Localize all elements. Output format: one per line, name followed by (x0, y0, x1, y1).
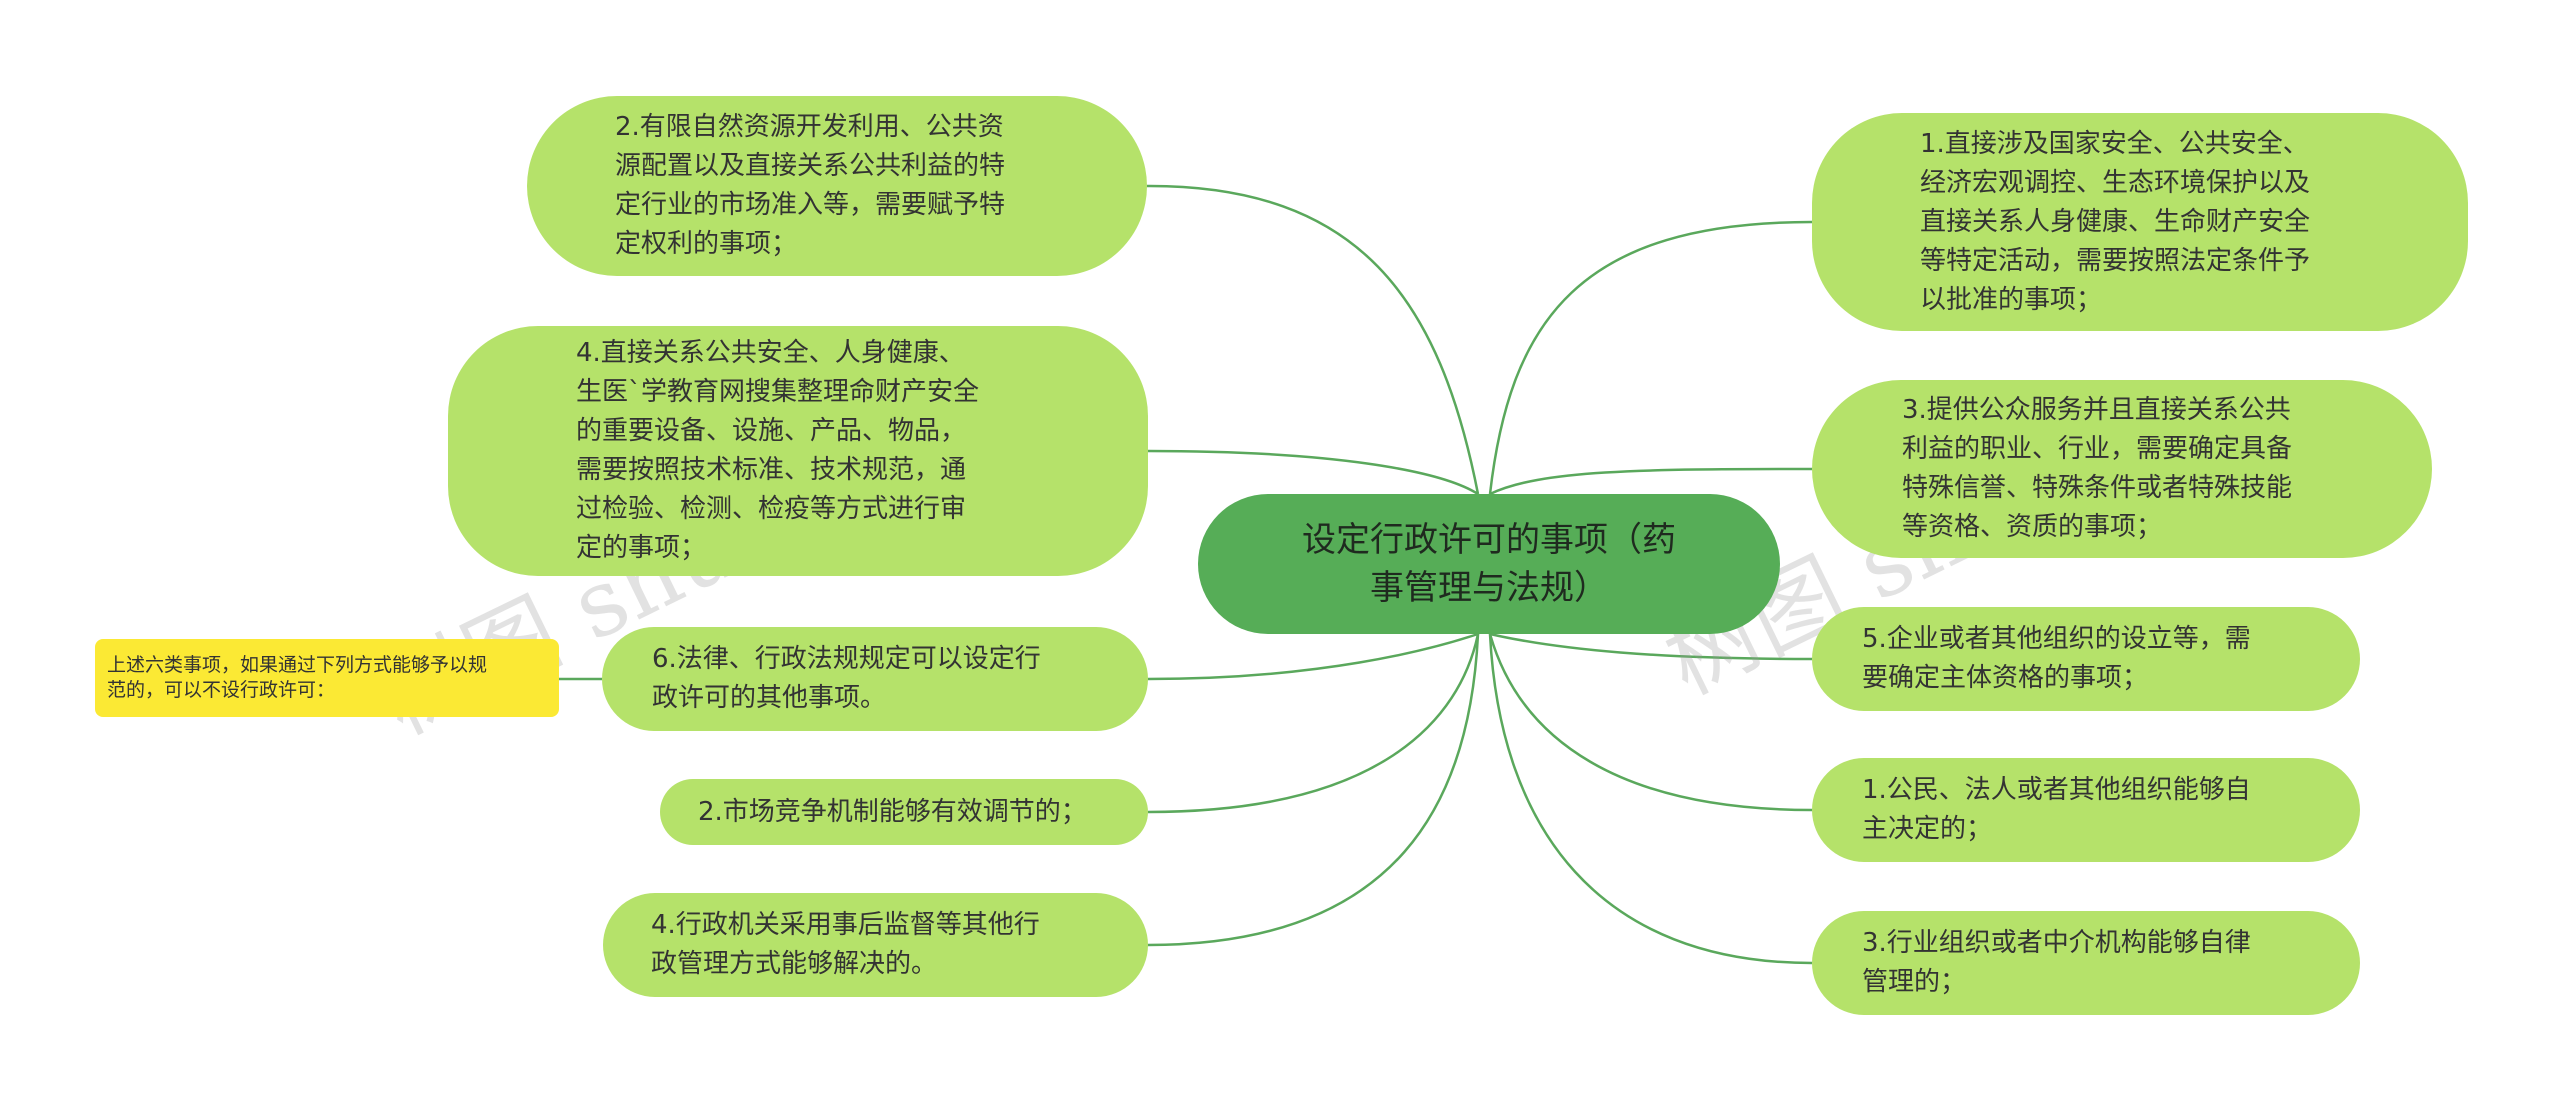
branch-node-label: 3.提供公众服务并且直接关系公共 利益的职业、行业，需要确定具备 特殊信誉、特殊… (1902, 395, 2293, 542)
link-left-3 (1147, 632, 1479, 681)
link-left-5 (1147, 633, 1480, 947)
root-topic[interactable]: 设定行政许可的事项（药 事管理与法规） (1198, 494, 1780, 634)
branch-node-left-1[interactable]: 2.有限自然资源开发利用、公共资 源配置以及直接关系公共利益的特 定行业的市场准… (527, 96, 1147, 276)
branch-node-left-5[interactable]: 4.行政机关采用事后监督等其他行 政管理方式能够解决的。 (603, 893, 1148, 997)
branch-node-label: 4.行政机关采用事后监督等其他行 政管理方式能够解决的。 (651, 910, 1040, 979)
branch-node-label: 4.直接关系公共安全、人身健康、 生医`学教育网搜集整理命财产安全 的重要设备、… (576, 338, 980, 563)
branch-node-label: 5.企业或者其他组织的设立等，需 要确定主体资格的事项； (1862, 624, 2251, 693)
link-right-3 (1489, 632, 1813, 661)
branch-node-label: 2.有限自然资源开发利用、公共资 源配置以及直接关系公共利益的特 定行业的市场准… (615, 112, 1006, 259)
note-callout[interactable]: 上述六类事项，如果通过下列方式能够予以规 范的，可以不设行政许可： (95, 639, 559, 717)
root-topic-label: 设定行政许可的事项（药 事管理与法规） (1302, 520, 1676, 608)
link-right-2 (1489, 467, 1813, 496)
branch-node-label: 2.市场竞争机制能够有效调节的； (698, 796, 1087, 827)
branch-node-label: 6.法律、行政法规规定可以设定行 政许可的其他事项。 (652, 644, 1041, 713)
branch-node-label: 1.公民、法人或者其他组织能够自 主决定的； (1862, 775, 2251, 844)
branch-node-label: 3.行业组织或者中介机构能够自律 管理的； (1862, 928, 2251, 997)
link-right-1 (1488, 220, 1813, 495)
link-left-1 (1146, 184, 1480, 495)
branch-node-right-5[interactable]: 3.行业组织或者中介机构能够自律 管理的； (1812, 911, 2360, 1015)
link-right-5 (1488, 633, 1813, 965)
link-left-2 (1147, 449, 1479, 496)
note-callout-label: 上述六类事项，如果通过下列方式能够予以规 范的，可以不设行政许可： (107, 654, 488, 701)
branch-node-left-4[interactable]: 2.市场竞争机制能够有效调节的； (660, 779, 1148, 845)
link-right-4 (1488, 633, 1813, 812)
branch-node-right-4[interactable]: 1.公民、法人或者其他组织能够自 主决定的； (1812, 758, 2360, 862)
branch-node-right-2[interactable]: 3.提供公众服务并且直接关系公共 利益的职业、行业，需要确定具备 特殊信誉、特殊… (1812, 380, 2432, 558)
link-left-4 (1147, 633, 1480, 814)
branch-node-left-2[interactable]: 4.直接关系公共安全、人身健康、 生医`学教育网搜集整理命财产安全 的重要设备、… (448, 326, 1148, 576)
branch-node-left-3[interactable]: 6.法律、行政法规规定可以设定行 政许可的其他事项。 (602, 627, 1148, 731)
branch-node-right-3[interactable]: 5.企业或者其他组织的设立等，需 要确定主体资格的事项； (1812, 607, 2360, 711)
branch-node-label: 1.直接涉及国家安全、公共安全、 经济宏观调控、生态环境保护以及 直接关系人身健… (1920, 128, 2311, 315)
branch-node-right-1[interactable]: 1.直接涉及国家安全、公共安全、 经济宏观调控、生态环境保护以及 直接关系人身健… (1812, 113, 2468, 331)
